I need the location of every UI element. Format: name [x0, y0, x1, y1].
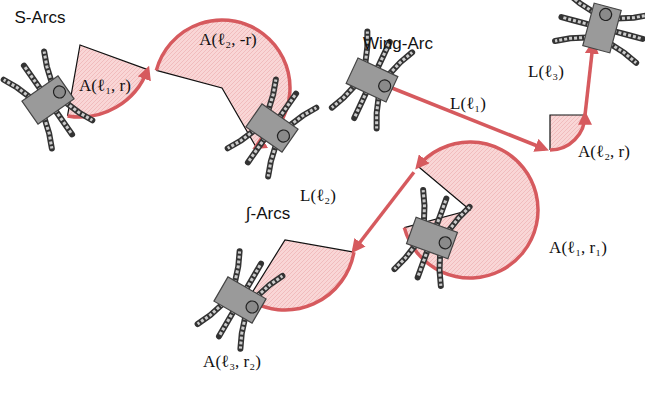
path-label: A(ℓ₁, r)	[79, 77, 131, 96]
hexapod-robot	[555, 0, 645, 63]
path-label: L(ℓ₁)	[450, 95, 486, 114]
arc-path	[404, 142, 538, 278]
path-label: A(ℓ₃, r₂)	[203, 353, 261, 372]
hexapod-robot	[394, 190, 469, 286]
line-path	[585, 44, 593, 115]
radius-line	[156, 70, 256, 146]
radius-line	[67, 45, 147, 116]
path-label: A(ℓ₁, r₁)	[549, 239, 607, 258]
path-label: A(ℓ₂, r)	[578, 143, 630, 162]
panel-title: S-Arcs	[15, 9, 66, 28]
arc-sector	[404, 142, 538, 278]
panel-title: Wing-Arc	[363, 35, 433, 54]
path-label: A(ℓ₂, -r)	[199, 31, 257, 50]
line-path	[354, 172, 414, 250]
path-label: L(ℓ₂)	[300, 187, 336, 206]
line-path	[392, 88, 545, 149]
arc-sector	[67, 45, 147, 117]
path-label: L(ℓ₃)	[528, 63, 564, 82]
hexapod-robot	[198, 251, 283, 348]
hexapod-robot	[4, 51, 93, 148]
hexapod-robot	[228, 79, 317, 176]
panel-title: ∫-Arcs	[246, 205, 290, 224]
